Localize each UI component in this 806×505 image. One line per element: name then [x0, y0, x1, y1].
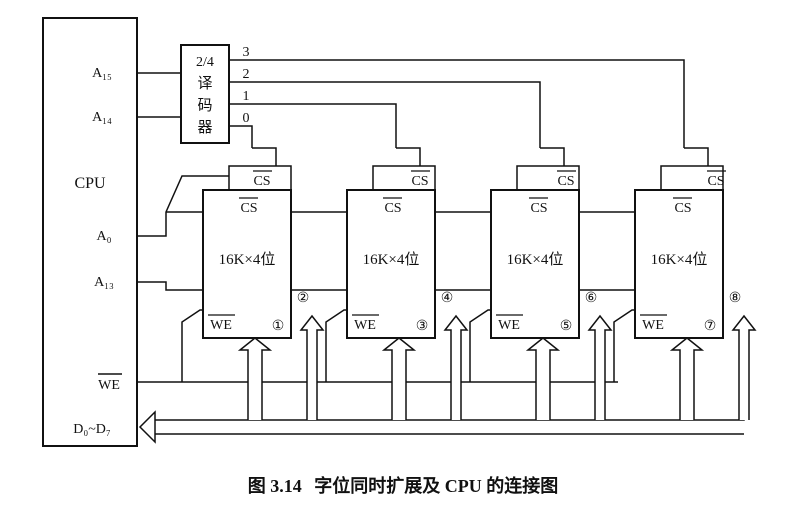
cpu-a14-label: A₁₄	[92, 110, 112, 125]
chip2-cs-upper: CS	[411, 174, 428, 189]
decoder-box	[180, 44, 230, 144]
chip2-num-right: ④	[441, 291, 454, 306]
chip4-num-right: ⑧	[729, 291, 742, 306]
memory-chip-3: CS CS 16K×4位 WE ⑤ ⑥	[490, 147, 598, 339]
memory-chip-4: CS CS 16K×4位 WE ⑦ ⑧	[634, 147, 742, 339]
figure-number: 图 3.14	[247, 476, 302, 496]
chip1-num-inner: ①	[272, 319, 285, 334]
chip3-cs: CS	[530, 201, 547, 216]
memory-chip-1: CS CS 16K×4位 WE ① ②	[202, 147, 310, 339]
chip3-label: 16K×4位	[507, 251, 564, 268]
cpu-label: CPU	[74, 175, 106, 192]
decoder-output-0: 0	[243, 111, 250, 126]
chip3-num-right: ⑥	[585, 291, 598, 306]
chip1-label: 16K×4位	[219, 251, 276, 268]
chip4-num-inner: ⑦	[704, 319, 717, 334]
chip3-cs-upper: CS	[557, 174, 574, 189]
address-bus-a0-a13	[137, 175, 635, 291]
cpu-a0-label: A₀	[97, 229, 112, 244]
data-bus	[138, 314, 757, 444]
decoder-output-1: 1	[243, 89, 250, 104]
decoder-label-line4: 器	[197, 120, 212, 136]
decoder-output-2: 2	[243, 67, 250, 82]
chip1-cs-upper: CS	[253, 174, 270, 189]
figure-title: 字位同时扩展及 CPU 的连接图	[314, 476, 559, 496]
chip2-label: 16K×4位	[363, 251, 420, 268]
chip2-num-inner: ③	[416, 319, 429, 334]
chip1-we: WE	[210, 318, 232, 333]
chip4-we: WE	[642, 318, 664, 333]
cpu-we-label: WE	[98, 378, 120, 393]
decoder-label-line2: 译	[197, 75, 212, 92]
chip4-cs-upper: CS	[707, 174, 724, 189]
decoder-label-line3: 码	[197, 97, 212, 114]
memory-chip-2: CS CS 16K×4位 WE ③ ④	[346, 147, 454, 339]
chip1-cs: CS	[240, 201, 257, 216]
chip4-label: 16K×4位	[651, 251, 708, 268]
cpu-a13-label: A₁₃	[94, 275, 114, 290]
chip4-cs: CS	[674, 201, 691, 216]
decoder-output-3: 3	[243, 45, 250, 60]
decoder-label-line1: 2/4	[196, 55, 214, 70]
chip2-we: WE	[354, 318, 376, 333]
chip3-num-inner: ⑤	[560, 319, 573, 334]
figure-caption: 图 3.14 字位同时扩展及 CPU 的连接图	[0, 472, 806, 498]
cpu-data-label: D₀~D₇	[73, 422, 111, 437]
we-bus	[137, 309, 635, 383]
chip2-cs: CS	[384, 201, 401, 216]
cpu-a15-label: A₁₅	[92, 66, 112, 81]
decoder-outputs	[229, 59, 685, 148]
chip3-we: WE	[498, 318, 520, 333]
cpu-box	[42, 17, 138, 447]
chip1-num-right: ②	[297, 291, 310, 306]
